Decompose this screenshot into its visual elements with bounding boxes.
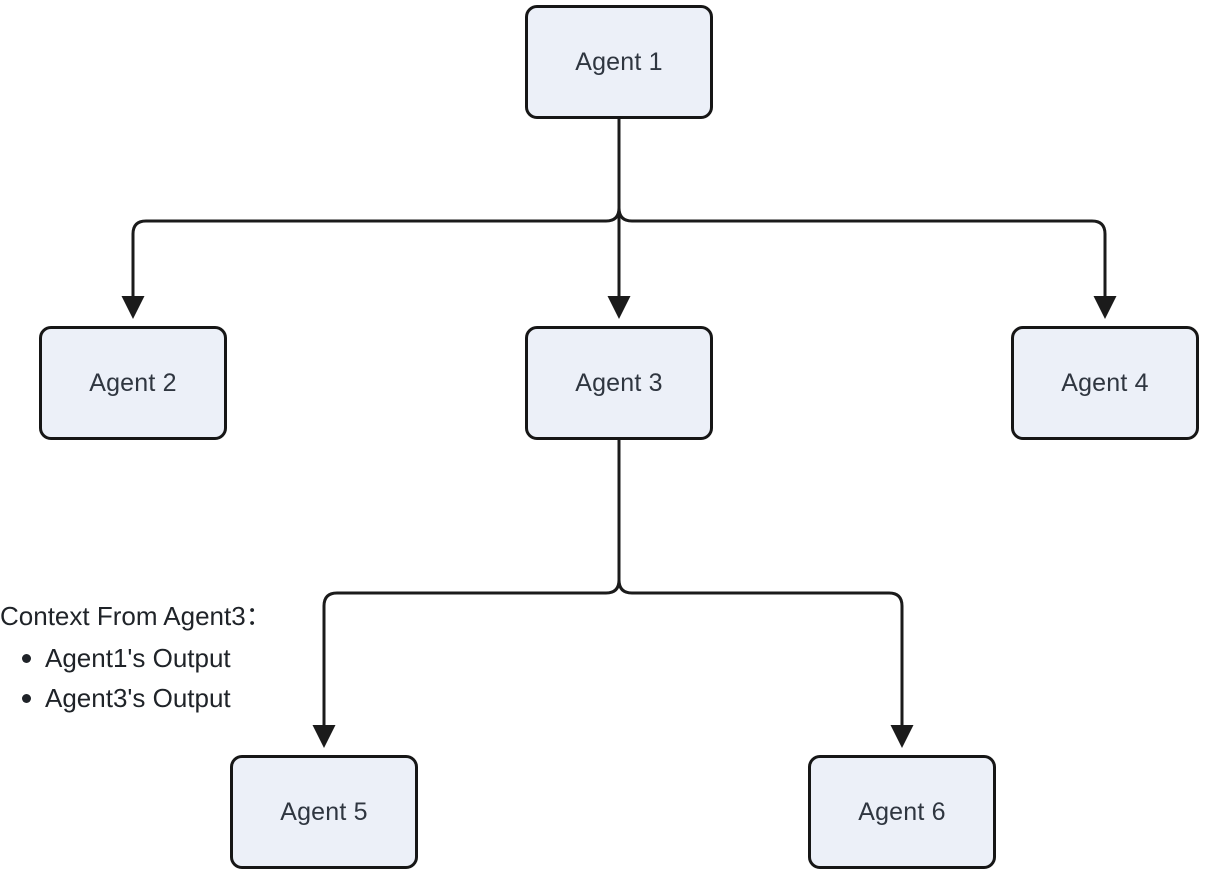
annotation-bullet-list: Agent1's Output Agent3's Output xyxy=(20,638,330,718)
context-annotation: Context From Agent3： Agent1's Output Age… xyxy=(0,596,330,718)
node-agent-2: Agent 2 xyxy=(39,326,227,440)
node-agent-6-label: Agent 6 xyxy=(858,797,946,826)
edge-agent-1-to-agent-2 xyxy=(131,119,621,296)
node-agent-2-label: Agent 2 xyxy=(89,368,177,397)
node-agent-1-label: Agent 1 xyxy=(575,47,663,76)
annotation-bullet-2: Agent3's Output xyxy=(20,678,330,718)
arrowhead-agent-1-to-agent-3 xyxy=(607,296,631,319)
annotation-bullet-1: Agent1's Output xyxy=(20,638,330,678)
annotation-title: Context From Agent3： xyxy=(0,601,272,631)
edge-agent-3-to-agent-5 xyxy=(322,440,621,726)
node-agent-5: Agent 5 xyxy=(230,755,418,869)
node-agent-1: Agent 1 xyxy=(525,5,713,119)
node-agent-5-label: Agent 5 xyxy=(280,797,368,826)
edge-agent-1-to-agent-4 xyxy=(617,119,1107,296)
node-agent-4-label: Agent 4 xyxy=(1061,368,1149,397)
arrowhead-agent-3-to-agent-6 xyxy=(890,725,914,748)
arrowhead-agent-1-to-agent-2 xyxy=(121,296,145,319)
node-agent-3: Agent 3 xyxy=(525,326,713,440)
arrowhead-agent-3-to-agent-5 xyxy=(312,725,336,748)
node-agent-3-label: Agent 3 xyxy=(575,368,663,397)
node-agent-6: Agent 6 xyxy=(808,755,996,869)
arrowhead-agent-1-to-agent-4 xyxy=(1093,296,1117,319)
node-agent-4: Agent 4 xyxy=(1011,326,1199,440)
edge-agent-3-to-agent-6 xyxy=(617,440,904,726)
